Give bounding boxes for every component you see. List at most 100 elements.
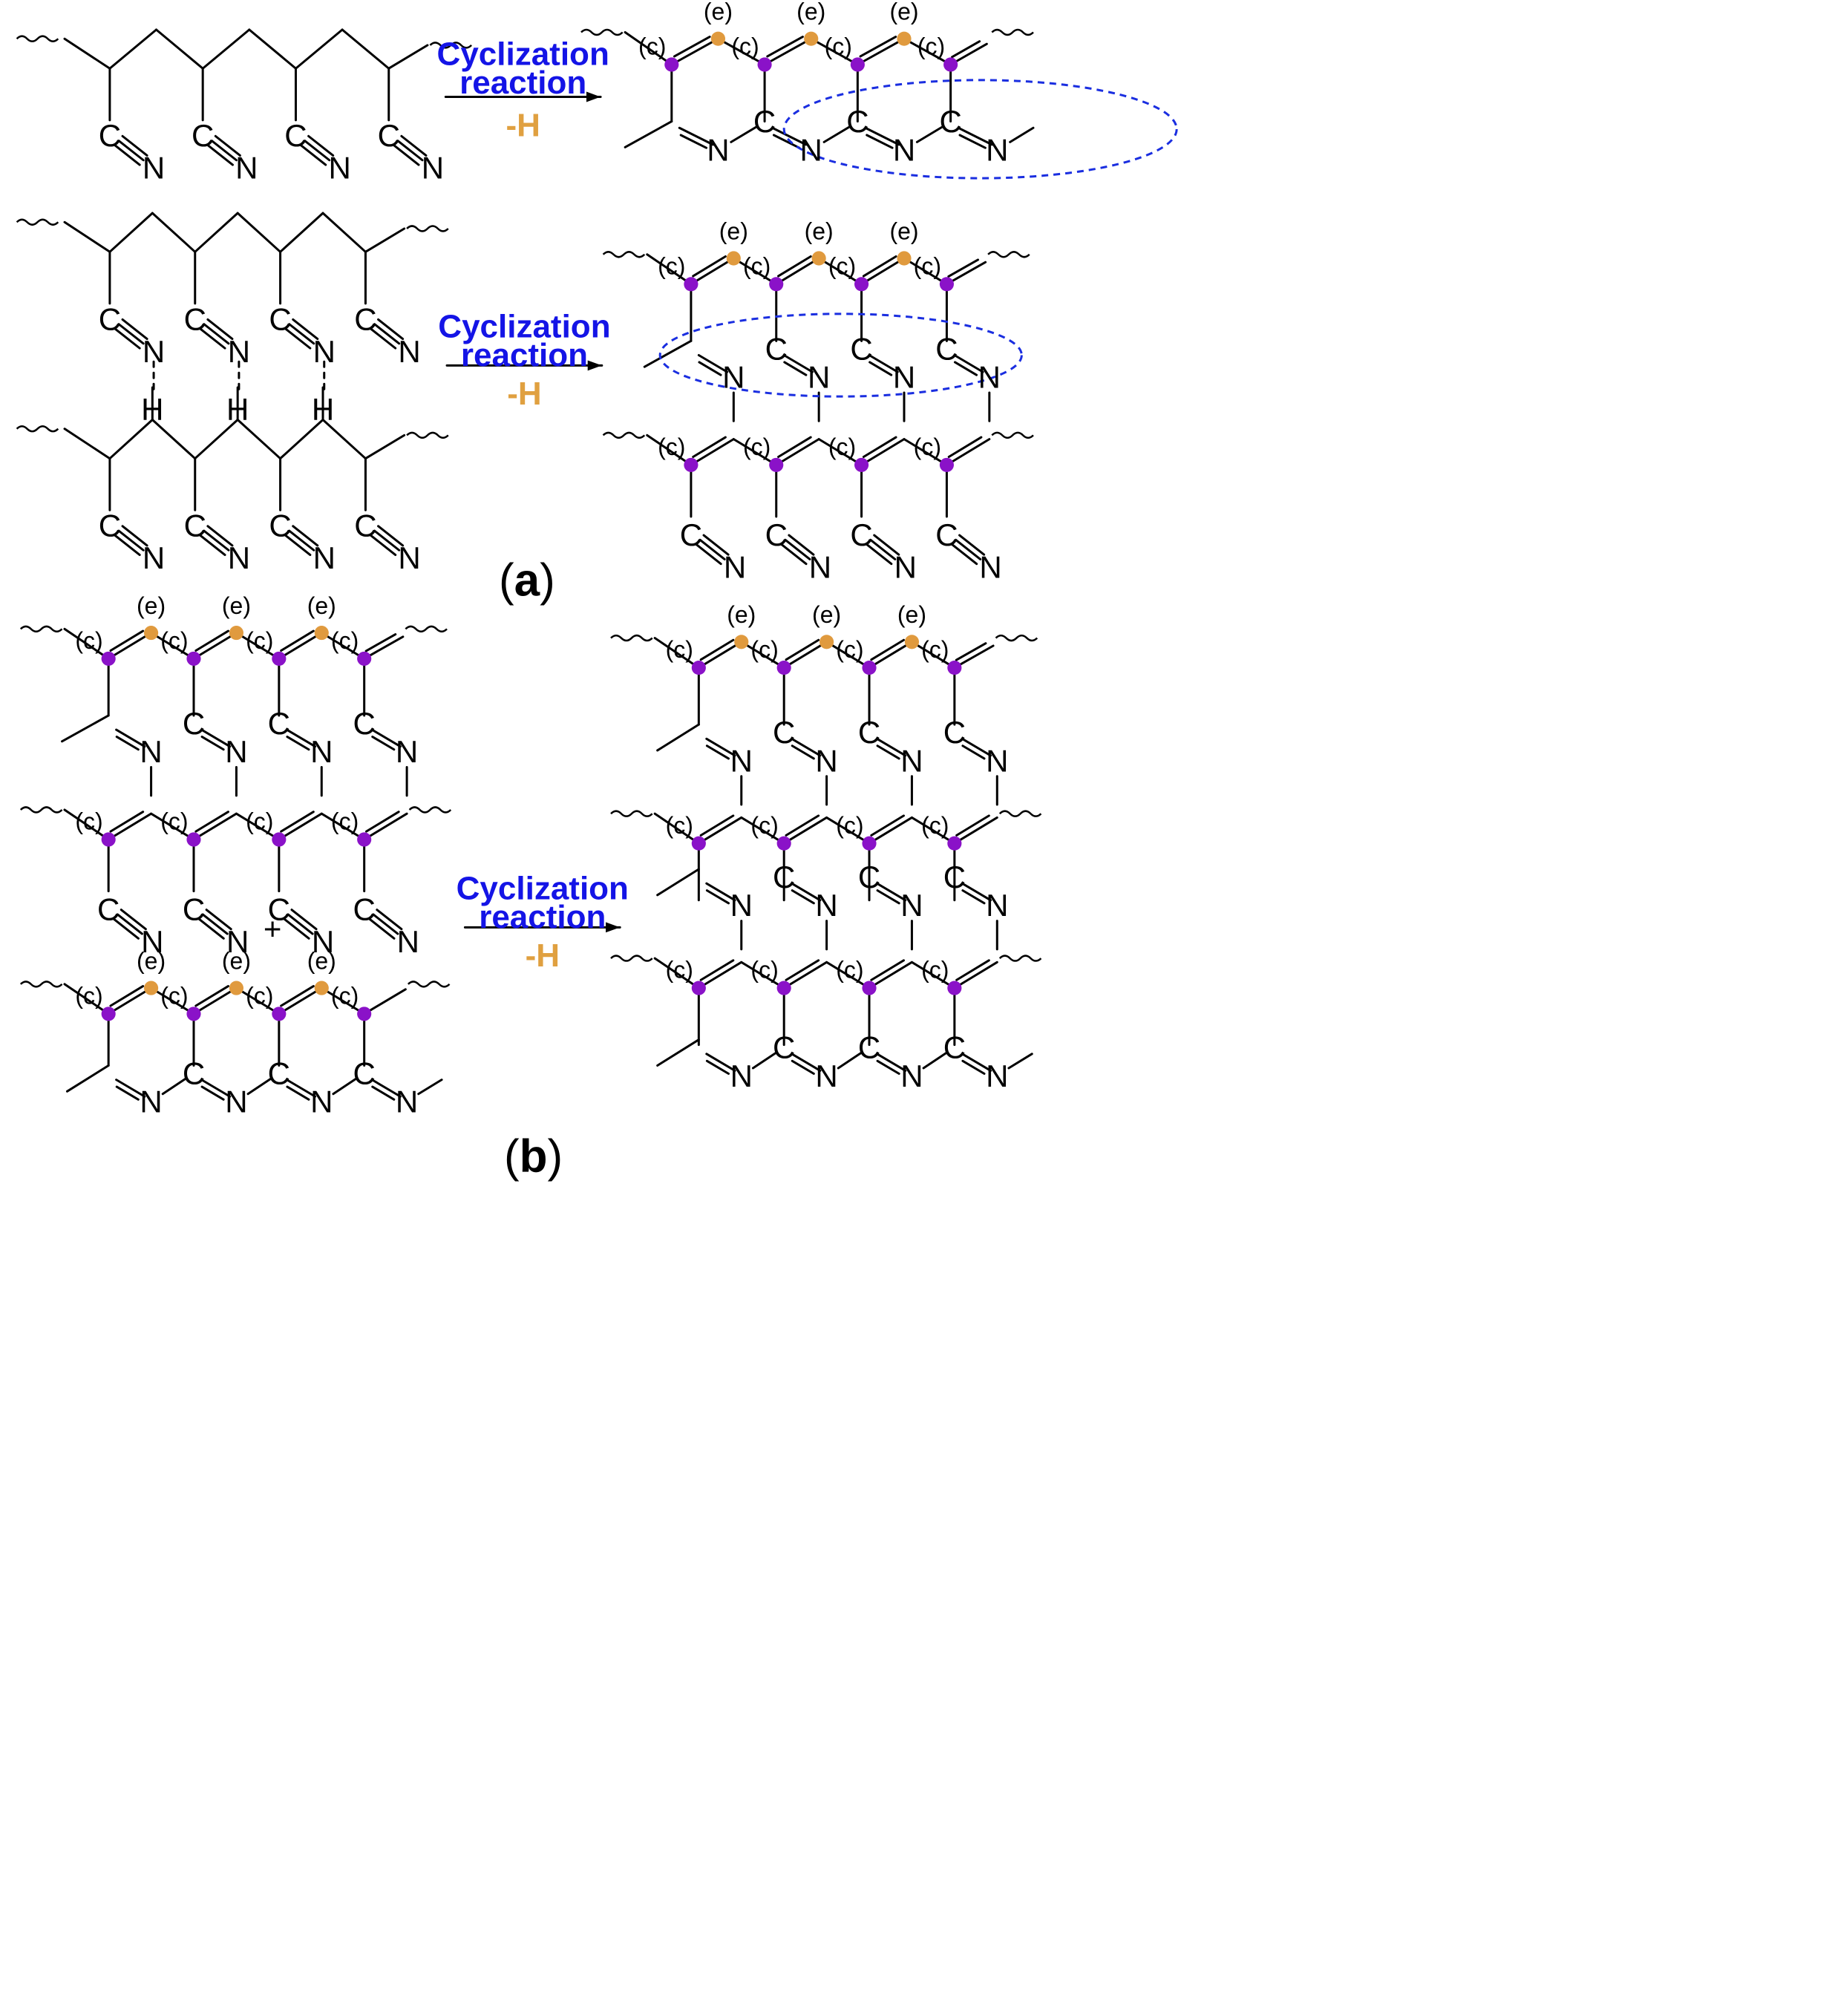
- ring-double-bond: [705, 744, 730, 760]
- c-site-dot: [357, 651, 372, 666]
- triple-bond: [699, 538, 726, 560]
- chain-continuation: [995, 634, 1038, 642]
- triple-bond: [201, 913, 229, 935]
- ring-double-bond: [791, 1053, 822, 1072]
- triple-bond: [400, 134, 428, 157]
- ring-double-bond: [705, 737, 736, 757]
- triple-bond: [373, 323, 401, 345]
- carbon-atom-label: C: [378, 118, 400, 153]
- reaction-label: reaction: [479, 899, 606, 935]
- backbone-bond: [910, 641, 956, 670]
- ring-double-bond: [679, 134, 708, 149]
- backbone-bond: [732, 257, 778, 286]
- triple-bond: [396, 140, 424, 162]
- e-site-label: (e): [307, 592, 336, 619]
- chain-continuation: [991, 431, 1034, 439]
- carbon-atom-label: C: [284, 118, 307, 153]
- backbone-double-bond: [951, 40, 981, 59]
- backbone-double-bond: [953, 960, 998, 989]
- nitrogen-atom-label: N: [722, 360, 745, 395]
- backbone-double-bond: [868, 816, 913, 845]
- carbon-atom-label: C: [99, 118, 121, 153]
- carbon-atom-label: C: [183, 1056, 205, 1090]
- triple-bond: [377, 318, 405, 341]
- ring-double-bond: [961, 1053, 992, 1072]
- c-site-dot: [776, 836, 791, 851]
- carbon-atom-label: C: [99, 508, 121, 543]
- nitrogen-atom-label: N: [140, 734, 162, 769]
- c-site-dot: [272, 651, 287, 666]
- backbone-bond: [320, 632, 366, 660]
- nitrogen-atom-label: N: [815, 1058, 837, 1093]
- backbone-bond: [63, 220, 111, 253]
- backbone-bond: [363, 988, 407, 1015]
- ring-double-bond: [957, 126, 993, 146]
- c-site-label: (c): [666, 812, 693, 839]
- ring-bond: [822, 125, 851, 143]
- hydrogen-atom-label: H: [141, 392, 163, 427]
- triple-bond: [377, 525, 405, 547]
- nitrogen-atom-label: N: [235, 151, 258, 186]
- ring-double-bond: [791, 889, 815, 905]
- c-site-dot: [186, 1007, 201, 1021]
- triple-bond: [869, 538, 897, 560]
- carbon-atom-label: C: [943, 715, 966, 750]
- c-site-dot: [101, 1007, 116, 1021]
- backbone-bond: [624, 31, 673, 66]
- nitrogen-atom-label: N: [724, 549, 746, 584]
- carbon-atom-label: C: [939, 104, 961, 139]
- arrow-head: [586, 91, 601, 102]
- nitrogen-atom-label: N: [143, 151, 165, 186]
- chain-continuation: [580, 28, 624, 36]
- nitrogen-atom-label: N: [422, 151, 444, 186]
- ring-double-bond: [771, 126, 808, 146]
- backbone-bond: [279, 419, 324, 460]
- backbone-double-bond: [777, 255, 812, 278]
- c-site-dot: [272, 1007, 287, 1021]
- nitrogen-atom-label: N: [986, 888, 1008, 923]
- backbone-double-bond: [278, 986, 323, 1015]
- backbone-bond: [653, 637, 700, 670]
- e-site-dot: [811, 251, 826, 266]
- carbon-atom-label: C: [97, 891, 120, 926]
- c-site-dot: [862, 661, 877, 675]
- backbone-double-bond: [194, 629, 229, 652]
- backbone-double-bond: [945, 261, 987, 286]
- e-site-dot: [904, 635, 920, 649]
- triple-bond: [370, 327, 397, 350]
- ring-bond: [1007, 1053, 1033, 1070]
- nitrogen-atom-label: N: [808, 360, 830, 395]
- backbone-bond: [155, 28, 204, 70]
- backbone-bond: [150, 986, 195, 1015]
- backbone-bond: [903, 438, 948, 466]
- backbone-double-bond: [278, 632, 323, 660]
- c-site-dot: [862, 981, 877, 995]
- ring-double-bond: [791, 882, 822, 902]
- carbon-atom-label: C: [99, 301, 121, 336]
- e-site-dot: [726, 251, 741, 266]
- ring-bond: [730, 125, 759, 143]
- e-site-label: (e): [897, 601, 926, 628]
- nitrogen-atom-label: N: [979, 549, 1001, 584]
- ring-double-bond: [286, 736, 310, 751]
- backbone-bond: [903, 37, 952, 66]
- c-site-dot: [850, 57, 865, 72]
- carbon-atom-label: C: [680, 517, 702, 552]
- chain-continuation: [408, 806, 452, 814]
- reaction-label: Cyclization: [437, 36, 609, 73]
- arrow-head: [606, 922, 621, 933]
- backbone-double-bond: [280, 811, 315, 833]
- carbon-atom-label: C: [846, 104, 868, 139]
- triple-bond: [117, 323, 145, 345]
- ring-double-bond: [200, 1085, 225, 1101]
- triple-bond: [780, 543, 808, 566]
- e-site-dot: [144, 626, 159, 641]
- ring-double-bond: [371, 736, 396, 751]
- e-site-label: (e): [796, 0, 825, 25]
- ring-bond: [246, 1077, 272, 1096]
- e-site-label: (e): [719, 217, 748, 244]
- backbone-bond: [150, 632, 195, 660]
- c-site-dot: [854, 277, 869, 292]
- backbone-bond: [341, 28, 390, 70]
- ring-double-bond: [875, 737, 907, 757]
